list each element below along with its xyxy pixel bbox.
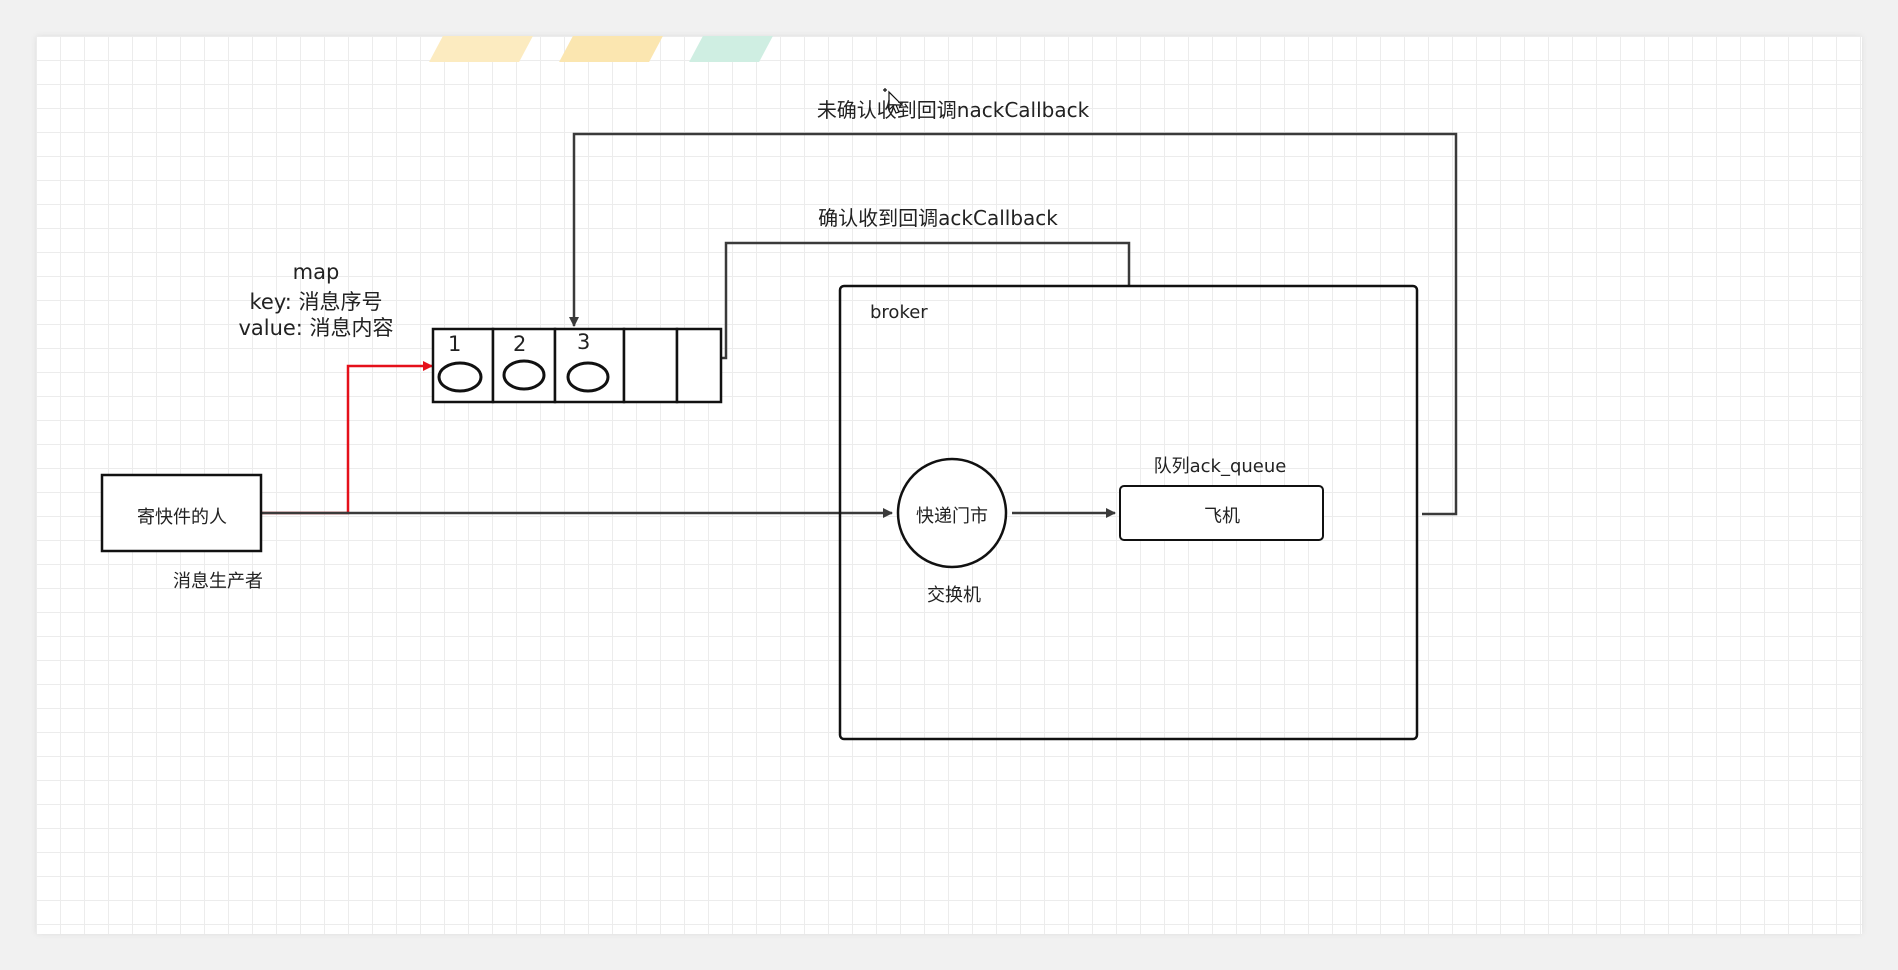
queue-box — [1119, 485, 1324, 541]
map-slot-4 — [622, 327, 679, 404]
producer-box — [100, 473, 263, 553]
nack-callback-label: 未确认收到回调nackCallback — [816, 98, 1090, 122]
cursor-icon — [883, 88, 904, 114]
ack-callback-label: 确认收到回调ackCallback — [818, 206, 1058, 230]
slot-number-3: 3 — [577, 330, 591, 354]
queue-box-label: 飞机 — [1204, 506, 1240, 527]
producer-box-label: 寄快件的人 — [137, 507, 227, 528]
map-key-label: key: 消息序号 — [249, 290, 383, 314]
edge-producer-to-map — [261, 361, 433, 515]
diagram-canvas: 未确认收到回调nackCallback 确认收到回调ackCallback ma… — [36, 36, 1862, 934]
map-slots — [431, 327, 723, 404]
map-slot-2-message — [502, 359, 546, 391]
exchange-caption: 交换机 — [927, 585, 981, 606]
slot-number-2: 2 — [513, 332, 527, 356]
map-slot-1-message — [437, 361, 483, 393]
broker-container — [838, 284, 1419, 741]
map-slot-5 — [675, 327, 723, 404]
queue-title: 队列ack_queue — [1153, 456, 1287, 477]
broker-label: broker — [870, 302, 928, 323]
slot-number-1: 1 — [448, 332, 462, 356]
map-slot-3-message — [566, 361, 610, 393]
diagram-svg — [100, 88, 1458, 741]
exchange-node-label: 快递门市 — [916, 506, 988, 527]
edge-nack-callback — [569, 132, 1458, 516]
exchange-node — [896, 457, 1008, 569]
map-value-label: value: 消息内容 — [238, 316, 394, 340]
edge-ack-callback — [687, 241, 1131, 363]
map-title: map — [292, 260, 340, 284]
producer-caption: 消息生产者 — [173, 571, 263, 592]
